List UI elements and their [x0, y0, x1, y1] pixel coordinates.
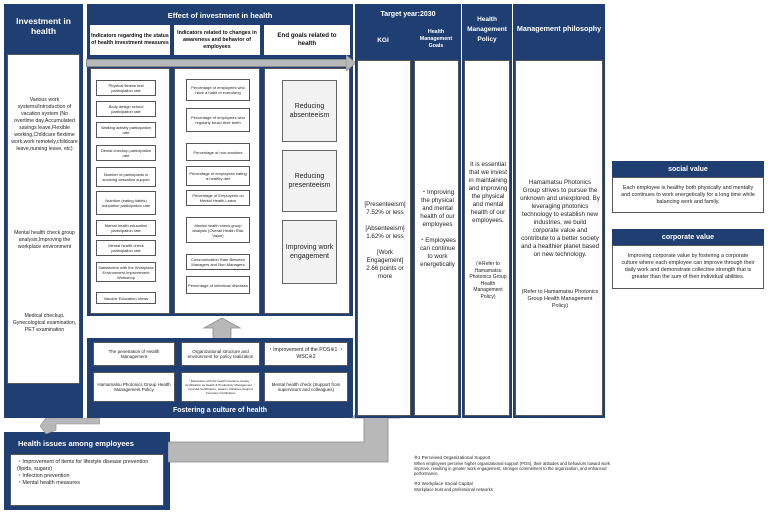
issues-item: ・Infection prevention — [17, 473, 70, 479]
policy-text: It is essential that we invest in mainta… — [468, 161, 508, 224]
col2-item: Percentage of infectious diseases — [186, 276, 250, 294]
philosophy-text: Hamamatsu Photonics Group strives to pur… — [520, 179, 600, 258]
philosophy-body: Hamamatsu Photonics Group strives to pur… — [515, 60, 603, 416]
goals-label: Health Management Goals — [419, 28, 453, 49]
col1-item: Vaccine Education Views — [96, 292, 156, 304]
policy-title: Health Management Policy — [467, 16, 507, 43]
culture-item: ・Improvement of the POS※1 ・WSC※2 — [264, 342, 348, 366]
kgi-text: [Presenteeism] 7.52% or less [Absenteeis… — [364, 201, 406, 280]
corporate-value-title: corporate value — [612, 229, 764, 245]
footnote-1-text: When employees perceive higher organizat… — [414, 460, 610, 476]
footnotes: ※1 Perceived Organizational Support When… — [414, 455, 614, 492]
effect-flow-arrow — [86, 59, 348, 67]
footnote-2-title: ※2 Workplace Social Capital — [414, 481, 473, 487]
policy-ref: (※Refer to Hamamatsu Photonics Group Hea… — [469, 261, 507, 300]
col1-item: Nutrition (eating habits) education part… — [96, 191, 156, 215]
corporate-value-body: Improving corporate value by fostering a… — [612, 245, 764, 289]
culture-item: Mental health check (Support from superv… — [264, 372, 348, 402]
investment-down-arrow — [40, 418, 100, 434]
issues-item: ・Improvement of items for lifestyle dise… — [17, 459, 149, 472]
kgi-body: [Presenteeism] 7.52% or less [Absenteeis… — [357, 60, 411, 416]
col2-item: Percentage of employees who have a habit… — [186, 79, 250, 101]
culture-item: Organizational structure and environment… — [181, 342, 260, 366]
investment-content: Various work systems/Introduction of vac… — [7, 54, 80, 384]
goal-absenteeism: Reducing absenteeism — [282, 80, 337, 142]
social-value-body: Each employee is healthy both physically… — [612, 177, 764, 213]
footnote-2-text: Workplace trust and professional network… — [414, 486, 493, 492]
investment-item: Medical checkup, Gynecological examinati… — [12, 313, 77, 333]
col2-item: Percentage of employees who regularly br… — [186, 108, 250, 132]
goal-presenteeism: Reducing presenteeism — [282, 150, 337, 212]
corporate-value-text: Improving corporate value by fostering a… — [621, 253, 755, 280]
issues-title: Health issues among employees — [18, 438, 134, 448]
col1-item: Physical fitness test participation rate — [96, 80, 156, 96]
culture-item: The penetration of Health Management — [93, 342, 175, 366]
col1-header: Indicators regarding the status of healt… — [90, 25, 170, 55]
col2-header: Indicators related to changes in awarene… — [174, 25, 260, 55]
investment-item: Mental health check,group analysis,Impro… — [14, 230, 75, 250]
col1-item: Satisfaction with the Workplace Environm… — [96, 262, 156, 282]
goal-engagement: Improving work engagement — [282, 220, 337, 284]
social-value-title: social value — [612, 161, 764, 177]
policy-body: It is essential that we invest in mainta… — [464, 60, 510, 416]
footnote-1-title: ※1 Perceived Organizational Support — [414, 455, 491, 460]
effect-title: Effect of investment in health — [167, 10, 273, 20]
col1-item: Walking activity participation rate — [96, 122, 156, 138]
issues-body: ・Improvement of items for lifestyle dise… — [10, 454, 164, 506]
col3-header: End goals related to health — [264, 25, 350, 55]
culture-title: Fostering a culture of health — [172, 406, 268, 414]
col2-item: Communication Rate Between Managers and … — [186, 254, 250, 270]
col1-item: Dental checkup participation rate — [96, 145, 156, 161]
col1-item: Mental health education participation ra… — [96, 220, 156, 236]
kgi-label: KGI — [377, 36, 389, 44]
issues-item: ・Mental health measures — [17, 480, 80, 486]
culture-item: ・Discussion with the health insurance so… — [181, 372, 260, 402]
culture-item: Hamamatsu Photonics Group Health Managem… — [93, 372, 175, 402]
culture-up-arrow — [202, 318, 242, 340]
target-title: Target year:2030 — [380, 10, 436, 18]
col2-item: Percentage of Employees on Mental Health… — [186, 190, 250, 206]
col1-item: Mental health check participation rate — [96, 240, 156, 256]
investment-item: Various work systems/Introduction of vac… — [11, 97, 78, 152]
col2-item: Percentage of employees eating a healthy… — [186, 166, 250, 186]
goals-body: ・Improving the physical and mental healt… — [414, 60, 459, 416]
philosophy-ref: (Refer to Hamamatsu Photonics Group Heal… — [521, 289, 599, 309]
goals-text: ・Improving the physical and mental healt… — [419, 189, 456, 268]
col1-item: Body design school participation rate — [96, 101, 156, 117]
col2-item: Percentage of non-smokers — [186, 143, 250, 161]
investment-title: Investment in health — [16, 16, 71, 36]
social-value-text: Each employee is healthy both physically… — [621, 184, 755, 205]
col1-item: Number of participants in smoking cessat… — [96, 167, 156, 187]
col2-item: Mental health check,group analysis (Over… — [186, 217, 250, 243]
effect-flow-arrowhead — [346, 55, 356, 71]
philosophy-title: Management philosophy — [516, 23, 602, 33]
